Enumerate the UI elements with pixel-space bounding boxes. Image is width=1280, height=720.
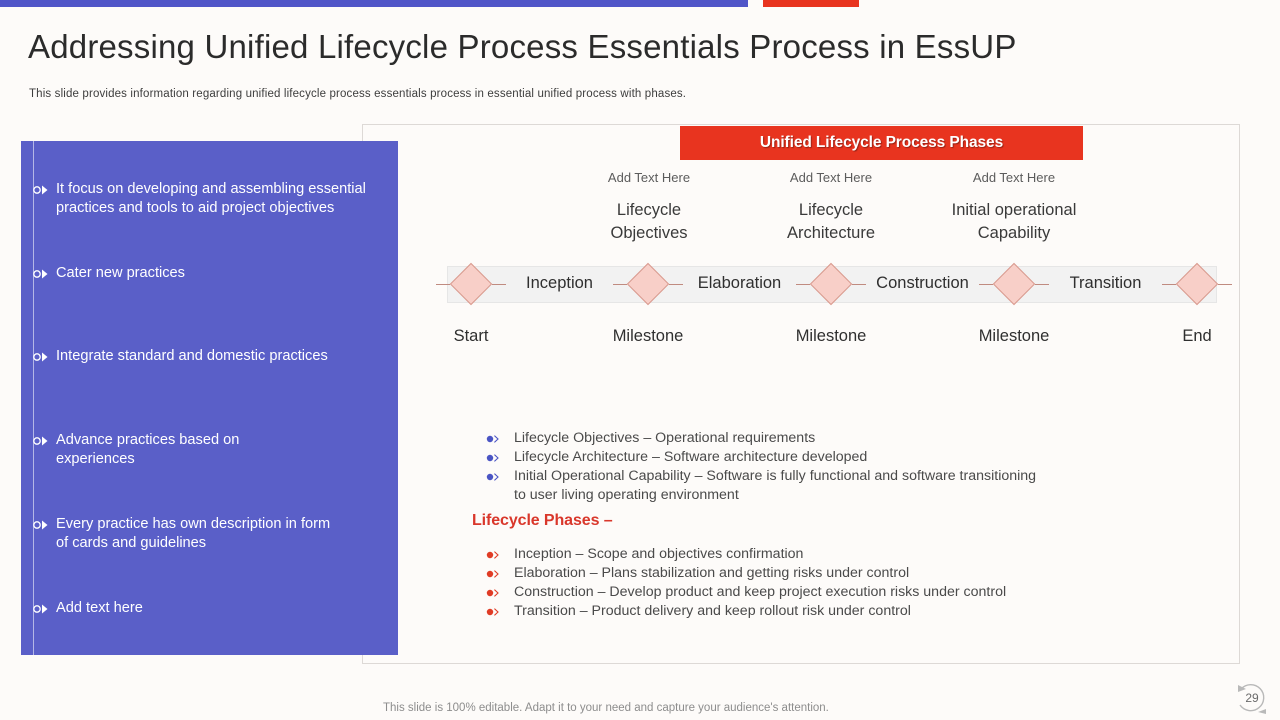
- page-refresh-icon: [1238, 683, 1266, 714]
- left-panel-item-label: Integrate standard and domestic practice…: [56, 348, 328, 364]
- left-panel-item-label: Add text here: [56, 600, 143, 616]
- timeline-connector: [852, 284, 866, 285]
- left-panel-item: Advance practices based on experiences: [33, 431, 403, 469]
- left-panel-item: It focus on developing and assembling es…: [33, 180, 403, 218]
- page-number: 29: [1245, 691, 1259, 705]
- timeline-milestone-label: Milestone: [978, 327, 1050, 345]
- left-panel-divider: [33, 141, 34, 655]
- left-highlights-panel: [21, 141, 398, 655]
- left-panel-item: Add text here: [33, 599, 403, 618]
- left-panel-item-label: Every practice has own description in fo…: [56, 516, 331, 551]
- objectives-bullet-row: Initial Operational Capability – Softwar…: [470, 467, 1170, 505]
- phases-bullet-row-label: Inception – Scope and objectives confirm…: [514, 546, 804, 562]
- top-accent-bar-blue: [0, 0, 748, 7]
- arrow-bullet-icon: [486, 608, 499, 616]
- circle-arrow-bullet-icon: [33, 269, 48, 279]
- arrow-bullet-icon: [486, 551, 499, 559]
- timeline-phase-label: Inception: [526, 274, 593, 292]
- phases-bullet-row: Transition – Product delivery and keep r…: [470, 602, 1170, 621]
- timeline-connector: [492, 284, 506, 285]
- left-panel-item-label: It focus on developing and assembling es…: [56, 181, 366, 216]
- footer-note: This slide is 100% editable. Adapt it to…: [383, 702, 829, 714]
- timeline-connector: [979, 284, 993, 285]
- phases-banner: Unified Lifecycle Process Phases: [680, 126, 1083, 160]
- phase-caption-placeholder: Add Text Here: [972, 170, 1056, 185]
- circle-arrow-bullet-icon: [33, 604, 48, 614]
- timeline-connector: [613, 284, 627, 285]
- circle-arrow-bullet-icon: [33, 352, 48, 362]
- left-panel-item: Cater new practices: [33, 264, 403, 283]
- phases-bullet-row-label: Transition – Product delivery and keep r…: [514, 603, 911, 619]
- timeline-phase-label: Elaboration: [697, 274, 782, 292]
- timeline-connector: [1162, 284, 1176, 285]
- phases-banner-label: Unified Lifecycle Process Phases: [759, 134, 1004, 151]
- page-subtitle: This slide provides information regardin…: [29, 88, 687, 100]
- phases-bullet-row-label: Elaboration – Plans stabilization and ge…: [514, 565, 910, 581]
- arrow-bullet-icon: [486, 435, 499, 443]
- page-title: Addressing Unified Lifecycle Process Ess…: [28, 28, 1017, 65]
- timeline-milestone-label: End: [1182, 327, 1212, 345]
- left-panel-item-label: Cater new practices: [56, 265, 185, 281]
- phases-bullet-row: Construction – Develop product and keep …: [470, 583, 1170, 602]
- top-accent-bar-red: [763, 0, 859, 7]
- circle-arrow-bullet-icon: [33, 436, 48, 446]
- phases-bullet-row: Elaboration – Plans stabilization and ge…: [470, 564, 1170, 583]
- phase-caption-placeholder: Add Text Here: [607, 170, 691, 185]
- timeline-connector: [669, 284, 683, 285]
- objectives-bullet-list: Lifecycle Objectives – Operational requi…: [470, 429, 1170, 505]
- lifecycle-phases-heading: Lifecycle Phases –: [472, 512, 613, 529]
- timeline-milestone-label: Milestone: [795, 327, 867, 345]
- left-panel-item-label: Advance practices based on experiences: [56, 432, 240, 467]
- objectives-bullet-row-label: Initial Operational Capability – Softwar…: [514, 468, 1037, 503]
- objectives-bullet-row: Lifecycle Objectives – Operational requi…: [470, 429, 1170, 448]
- timeline-connector: [796, 284, 810, 285]
- phases-bullet-row: Inception – Scope and objectives confirm…: [470, 545, 1170, 564]
- timeline-milestone-label: Milestone: [612, 327, 684, 345]
- phases-bullet-list: Inception – Scope and objectives confirm…: [470, 545, 1170, 621]
- arrow-bullet-icon: [486, 570, 499, 578]
- circle-arrow-bullet-icon: [33, 520, 48, 530]
- phase-caption-title: Lifecycle Architecture: [786, 201, 876, 242]
- phase-caption-title: Lifecycle Objectives: [610, 201, 688, 242]
- timeline-phase-label: Transition: [1069, 274, 1142, 292]
- timeline-phase-label: Construction: [876, 274, 969, 292]
- objectives-bullet-row-label: Lifecycle Architecture – Software archit…: [514, 449, 868, 465]
- timeline-connector: [1035, 284, 1049, 285]
- timeline-connector: [1218, 284, 1232, 285]
- timeline-connector: [436, 284, 450, 285]
- arrow-bullet-icon: [486, 473, 499, 481]
- phases-bullet-row-label: Construction – Develop product and keep …: [514, 584, 1007, 600]
- left-panel-item: Integrate standard and domestic practice…: [33, 347, 403, 366]
- arrow-bullet-icon: [486, 589, 499, 597]
- circle-arrow-bullet-icon: [33, 185, 48, 195]
- arrow-bullet-icon: [486, 454, 499, 462]
- phase-caption-placeholder: Add Text Here: [789, 170, 873, 185]
- objectives-bullet-row: Lifecycle Architecture – Software archit…: [470, 448, 1170, 467]
- objectives-bullet-row-label: Lifecycle Objectives – Operational requi…: [514, 430, 816, 446]
- left-panel-item: Every practice has own description in fo…: [33, 515, 403, 553]
- phase-caption-title: Initial operational Capability: [951, 201, 1077, 242]
- timeline-milestone-label: Start: [453, 327, 489, 345]
